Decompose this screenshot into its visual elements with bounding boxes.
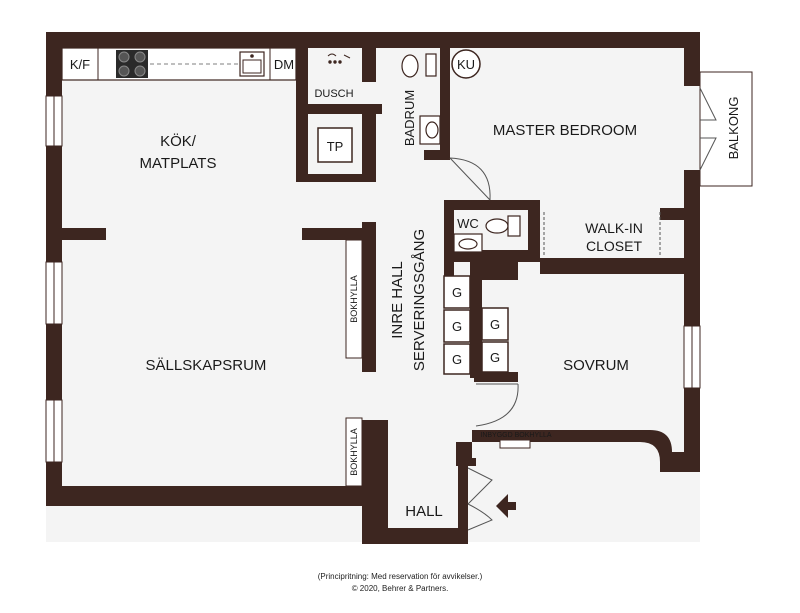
toilet-icon [401, 53, 437, 78]
bokhylla-lower [345, 417, 363, 487]
sovrum-door [475, 383, 519, 427]
ku-circle [451, 49, 481, 79]
tp-box [317, 127, 353, 163]
ku-label: KU [457, 57, 475, 72]
sallskapsrum-label: SÄLLSKAPSRUM [146, 357, 267, 374]
kitchen-sink-icon [239, 51, 265, 77]
bokhylla-upper [345, 239, 363, 359]
master-bedroom-door [449, 157, 491, 201]
windows [45, 95, 701, 463]
interior-walls [62, 48, 684, 382]
entrance-doors [467, 467, 493, 531]
inbyggd-bokhylla [499, 439, 531, 449]
stove-icon [116, 50, 148, 78]
matplats-label: MATPLATS [140, 155, 217, 172]
balkong-box [699, 71, 753, 187]
kf-label: K/F [70, 57, 90, 72]
wc-label: WC [457, 216, 479, 231]
sovrum-label: SOVRUM [563, 357, 629, 374]
walk-in-label: WALK-IN [585, 220, 643, 236]
balkong-label: BALKONG [726, 97, 741, 160]
inbyggd-bokhylla-label: INBYGGD BOKHYLLA [480, 432, 552, 439]
balkong-door [699, 87, 717, 171]
serveringsgang-label: SERVERINGSGÅNG [411, 229, 428, 371]
badrum-label: BADRUM [402, 90, 417, 146]
wc-sink-icon [453, 233, 483, 253]
kok-label: KÖK/ [160, 132, 197, 150]
cabinet-column-left [443, 275, 471, 375]
shower-icon [327, 53, 351, 64]
footer-copyright: © 2020, Behrer & Partners. [351, 584, 449, 593]
entry-arrow-icon [496, 494, 516, 518]
bathroom-sink-icon [419, 115, 441, 145]
master-bedroom-label: MASTER BEDROOM [493, 122, 637, 139]
bokhylla-upper-label: BOKHYLLA [349, 275, 359, 323]
footer-note: (Principritning: Med reservation för avv… [317, 572, 483, 581]
cabinet-column-right [481, 307, 509, 373]
dusch-label: DUSCH [314, 88, 353, 100]
wc-toilet-icon [485, 215, 521, 237]
dm-label: DM [274, 57, 294, 72]
cabinet-g-3: G [452, 352, 462, 367]
tp-label: TP [327, 139, 344, 154]
hall-label: HALL [405, 503, 443, 520]
inre-hall-label: INRE HALL [389, 261, 406, 339]
cabinet-g-2: G [452, 319, 462, 334]
cabinet-g-1: G [452, 285, 462, 300]
cabinet-g-5: G [490, 350, 500, 365]
cabinet-g-4: G [490, 317, 500, 332]
bokhylla-lower-label: BOKHYLLA [349, 428, 359, 476]
closet-label: CLOSET [586, 238, 642, 254]
